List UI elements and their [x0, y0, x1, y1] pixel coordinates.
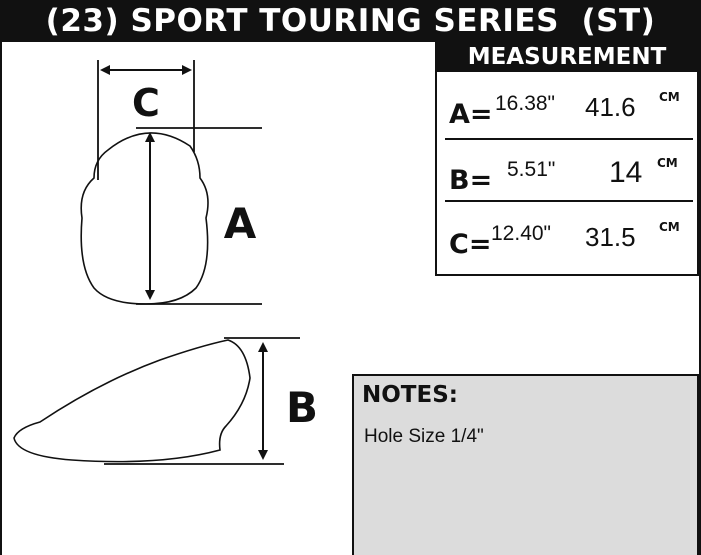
measurement-row-c: C= 12.40" 31.5 CM — [445, 212, 695, 264]
measurement-panel: MEASUREMENT A= 16.38" 41.6 CM B= 5.51" 1… — [435, 42, 699, 276]
measurement-label: A= — [449, 99, 493, 130]
measurement-unit: CM — [659, 90, 680, 104]
seat-diagram: C A B — [13, 60, 318, 465]
measurement-cm: 14 — [609, 156, 643, 189]
c-dimension-label: C — [132, 81, 160, 125]
notes-text: Hole Size 1/4" — [364, 426, 484, 447]
measurement-row-a: A= 16.38" 41.6 CM — [445, 82, 695, 134]
measurement-inches: 16.38" — [495, 92, 556, 115]
measurement-inches: 5.51" — [507, 158, 556, 181]
seat-side-view-outline — [13, 339, 251, 463]
measurement-divider — [445, 138, 693, 140]
seat-top-view-outline — [80, 132, 209, 305]
measurement-label: B= — [449, 165, 493, 196]
notes-panel: NOTES: Hole Size 1/4" — [352, 374, 699, 555]
measurement-unit: CM — [657, 156, 678, 170]
measurement-inches: 12.40" — [491, 222, 552, 245]
page-title: (23) SPORT TOURING SERIES (ST) — [0, 0, 701, 42]
a-dimension-label: A — [224, 199, 257, 248]
measurement-heading: MEASUREMENT — [437, 42, 697, 72]
b-dimension-label: B — [286, 383, 318, 432]
measurement-cm: 31.5 — [585, 222, 636, 252]
measurement-label: C= — [449, 229, 492, 260]
measurement-divider — [445, 200, 693, 202]
measurement-unit: CM — [659, 220, 680, 234]
measurement-cm: 41.6 — [585, 92, 636, 122]
notes-heading: NOTES: — [362, 382, 458, 408]
measurement-row-b: B= 5.51" 14 CM — [445, 148, 695, 200]
